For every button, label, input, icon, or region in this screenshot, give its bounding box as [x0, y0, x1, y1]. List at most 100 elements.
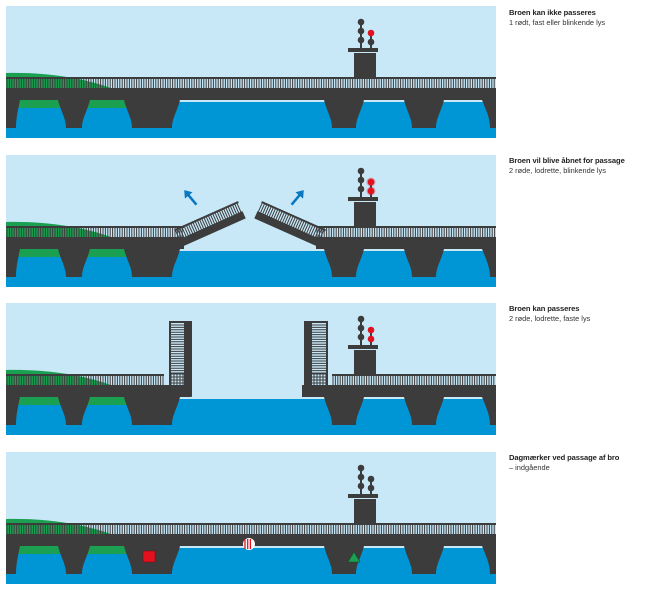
bridge-pier: [482, 546, 496, 574]
bridge-scene: [6, 155, 496, 287]
signal-platform: [348, 197, 378, 201]
bridge-deck: [6, 385, 191, 397]
signal-light-left: [357, 36, 365, 44]
leaf-rail-side: [326, 321, 328, 385]
signal-light-left: [357, 167, 365, 175]
bridge-deck: [6, 237, 184, 249]
railing-top: [332, 374, 496, 376]
ball-stripes: [244, 539, 252, 549]
arrow-head: [184, 190, 193, 199]
caption-daymarks: Dagmærker ved passage af bro – indgående: [509, 453, 654, 473]
ball-base: [243, 538, 255, 550]
lift-arrow-icon: [184, 190, 198, 206]
bridge-scene: [6, 303, 496, 435]
bridge-pier: [482, 249, 496, 277]
bascule-deck: [254, 211, 322, 247]
signal-platform: [348, 345, 378, 349]
leaf-railing-right: [312, 324, 326, 374]
signal-platform: [348, 494, 378, 498]
bridge-scene: [6, 6, 496, 138]
caption-subtitle: – indgående: [509, 463, 550, 472]
bascule-leaf-left: [184, 321, 192, 387]
bridge-deck: [302, 385, 496, 397]
signal-house: [354, 499, 376, 523]
bridge-pier: [482, 397, 496, 425]
bridge-pier: [404, 397, 444, 425]
leaf-grid-left: [169, 373, 184, 385]
signal-house: [354, 202, 376, 226]
bridge-pier: [58, 546, 90, 574]
bridge-pier: [6, 249, 20, 277]
caption-title: Broen kan passeres: [509, 304, 580, 313]
railing-balusters: [6, 226, 183, 237]
caption-title: Dagmærker ved passage af bro: [509, 453, 620, 462]
signal-light-left: [357, 324, 365, 332]
daymark-striped-ball: [243, 538, 255, 550]
signal-platform: [348, 48, 378, 52]
bridge-deck: [316, 237, 496, 249]
signal-light-left: [357, 464, 365, 472]
bridge-pier: [6, 397, 20, 425]
bridge-pier: [482, 100, 496, 128]
railing-balusters: [257, 201, 325, 240]
arrow-head: [295, 190, 304, 199]
signal-light-right: [367, 187, 375, 195]
signal-light-right: [367, 484, 375, 492]
railing-top: [6, 226, 184, 228]
railing-top: [6, 374, 164, 376]
railing-balusters: [6, 374, 164, 385]
bridge-pier: [124, 397, 180, 425]
caption-title: Broen kan ikke passeres: [509, 8, 596, 17]
bascule-deck: [178, 211, 246, 247]
bridge-pier: [58, 100, 90, 128]
signal-light-right: [367, 326, 375, 334]
bridge-pier: [6, 100, 20, 128]
bascule-leaf-left: [174, 201, 246, 247]
bridge-illustration-opening: [6, 155, 496, 287]
leaf-railing-left: [171, 324, 184, 374]
arrow-shaft: [186, 193, 198, 206]
railing-balusters: [332, 374, 495, 385]
caption-subtitle: 2 røde, lodrette, blinkende lys: [509, 166, 606, 175]
railing-balusters: [174, 201, 242, 241]
bridge-pier: [404, 546, 444, 574]
signal-light-left: [357, 315, 365, 323]
signal-light-right: [367, 335, 375, 343]
arrow-shaft: [290, 193, 302, 206]
bridge-pier: [404, 100, 444, 128]
bascule-leaf-right: [304, 321, 312, 387]
caption-closed: Broen kan ikke passeres 1 rødt, fast ell…: [509, 8, 654, 28]
bridge-pier: [324, 397, 364, 425]
caption-opening: Broen vil blive åbnet for passage 2 røde…: [509, 156, 654, 176]
bridge-illustration-open: [6, 303, 496, 435]
leaf-rail-top: [312, 321, 327, 323]
signal-light-left: [357, 185, 365, 193]
bridge-pier: [324, 100, 364, 128]
signal-light-left: [357, 473, 365, 481]
daymark-green-triangle: [347, 551, 361, 563]
bridge-pier: [124, 100, 180, 128]
bridge-illustration-daymarks: [6, 452, 496, 584]
bridge-pier: [6, 546, 20, 574]
signal-light-left: [357, 27, 365, 35]
signal-light-right: [367, 29, 375, 37]
signal-light-left: [357, 18, 365, 26]
leaf-grid-right: [312, 373, 328, 385]
railing-balusters: [6, 77, 495, 88]
caption-subtitle: 1 rødt, fast eller blinkende lys: [509, 18, 606, 27]
railing-top: [6, 77, 496, 79]
railing-top: [6, 523, 496, 525]
signal-house: [354, 53, 376, 77]
caption-subtitle: 2 røde, lodrette, faste lys: [509, 314, 591, 323]
railing-balusters: [316, 226, 496, 237]
bridge-pier: [324, 249, 364, 277]
lift-arrow-icon: [290, 190, 304, 206]
signal-light-left: [357, 482, 365, 490]
signal-light-right: [367, 38, 375, 46]
caption-open: Broen kan passeres 2 røde, lodrette, fas…: [509, 304, 654, 324]
bridge-deck: [6, 88, 496, 100]
bridge-scene: [6, 452, 496, 584]
railing-balusters: [6, 523, 495, 534]
leaf-rail-top: [169, 321, 184, 323]
daymark-red-square: [142, 550, 156, 563]
